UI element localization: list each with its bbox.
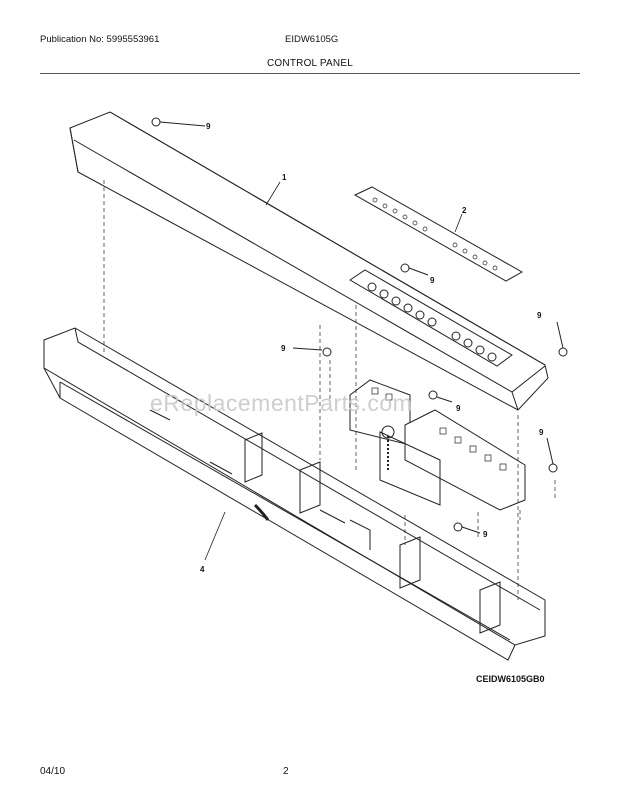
- screw-5: [556, 321, 568, 357]
- callout-9e: 9: [537, 311, 542, 320]
- screw-6: [546, 437, 558, 473]
- control-overlay: [353, 186, 524, 282]
- callout-9b: 9: [430, 276, 435, 285]
- model-number: EIDW6105G: [285, 34, 339, 45]
- screw-3: [292, 347, 332, 357]
- callout-9g: 9: [483, 530, 488, 539]
- section-title: CONTROL PANEL: [267, 58, 353, 69]
- header-rule: [40, 73, 580, 74]
- callout-2: 2: [462, 206, 467, 215]
- callout-9c: 9: [281, 344, 286, 353]
- control-board: [349, 379, 526, 511]
- screw-4: [428, 390, 453, 403]
- alignment-lines: [103, 180, 556, 600]
- screw-1: [151, 117, 206, 127]
- screws: [151, 117, 568, 534]
- drawing-code: CEIDW6105GB0: [476, 674, 545, 684]
- callout-9d: 9: [456, 404, 461, 413]
- screw-7: [453, 522, 481, 534]
- footer-date: 04/10: [40, 766, 66, 777]
- screw-2: [400, 263, 429, 276]
- callout-1: 1: [282, 173, 287, 182]
- watermark: eReplacementParts.com: [150, 390, 413, 416]
- callout-4: 4: [200, 565, 205, 574]
- publication-number: Publication No: 5995553961: [40, 34, 160, 45]
- console-frame: [43, 327, 546, 661]
- callout-9f: 9: [539, 428, 544, 437]
- panel-button-holes: [367, 282, 497, 362]
- callout-9a: 9: [206, 122, 211, 131]
- control-panel-top: [69, 111, 549, 411]
- page-number: 2: [283, 766, 289, 777]
